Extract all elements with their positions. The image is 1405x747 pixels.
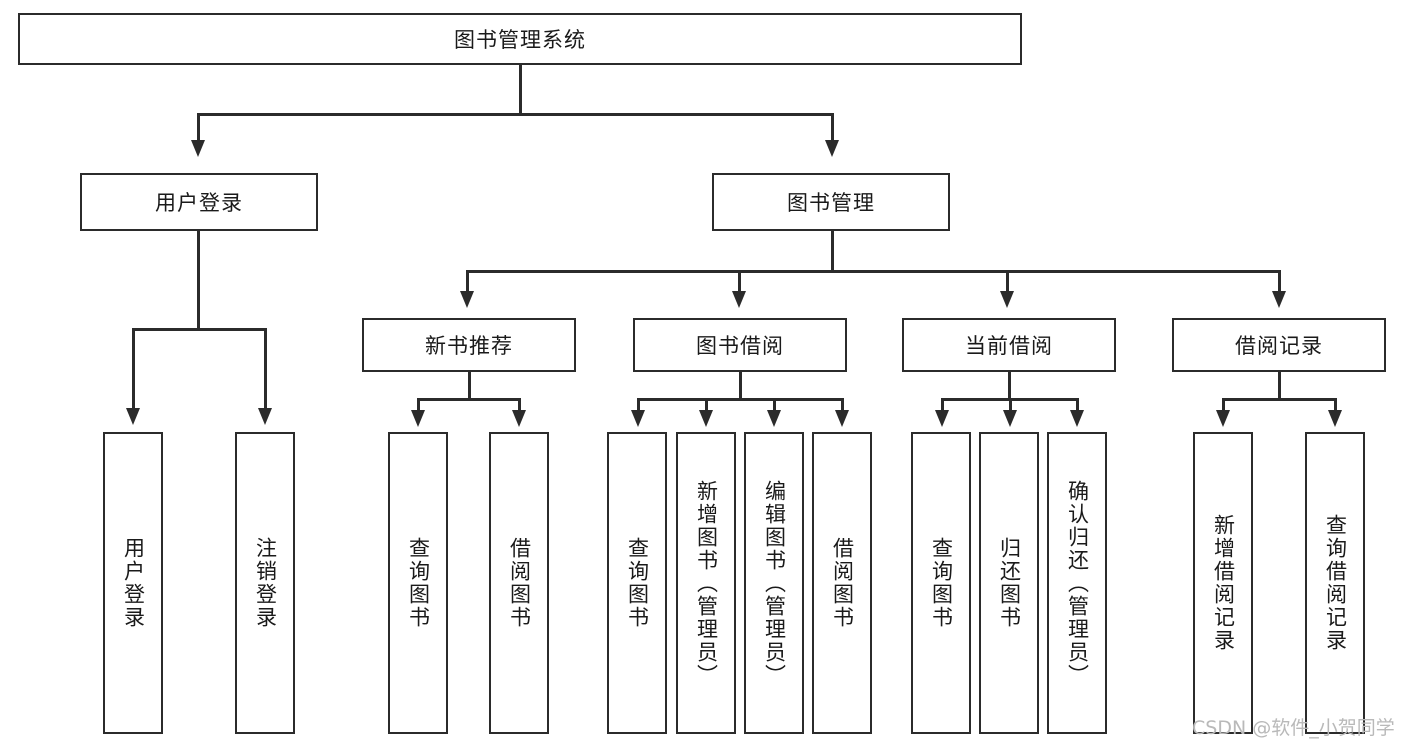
- arrowhead-br-add-record: [1216, 410, 1230, 427]
- arrowhead-book-management: [825, 140, 839, 157]
- connector-bb-to-leaf-2: [705, 398, 708, 412]
- node-label: 查询图书: [406, 537, 431, 629]
- connector-new-book-to-leaf-1: [417, 398, 420, 412]
- connector-bm-to-current-borrow: [1006, 270, 1009, 293]
- arrowhead-current-borrow: [1000, 291, 1014, 308]
- node-label: 借阅图书: [507, 537, 532, 629]
- connector-borrow-record-stem: [1278, 372, 1281, 400]
- connector-user-login-stem: [197, 231, 200, 330]
- arrowhead-book-borrow: [732, 291, 746, 308]
- connector-root-to-user-login: [197, 113, 200, 142]
- arrowhead-cb-confirm-return: [1070, 410, 1084, 427]
- leaf-nb-borrow-book[interactable]: 借阅图书: [489, 432, 549, 734]
- arrowhead-leaf-logout: [258, 408, 272, 425]
- node-label: 新增借阅记录: [1211, 514, 1236, 652]
- leaf-logout[interactable]: 注销登录: [235, 432, 295, 734]
- leaf-cb-confirm-return[interactable]: 确认归还（管理员）: [1047, 432, 1107, 734]
- connector-new-book-stem: [468, 372, 471, 400]
- connector-new-book-bus: [417, 398, 521, 401]
- arrowhead-user-login: [191, 140, 205, 157]
- node-book-management[interactable]: 图书管理: [712, 173, 950, 231]
- node-new-book-recommend[interactable]: 新书推荐: [362, 318, 576, 372]
- node-label: 借阅记录: [1235, 334, 1323, 358]
- arrowhead-bb-borrow-book: [835, 410, 849, 427]
- connector-br-to-leaf-2: [1334, 398, 1337, 412]
- connector-user-login-to-leaf-1: [132, 328, 135, 410]
- connector-user-login-to-leaf-2: [264, 328, 267, 410]
- node-label: 归还图书: [997, 537, 1022, 629]
- connector-book-management-bus: [466, 270, 1280, 273]
- connector-root-bus: [197, 113, 834, 116]
- node-borrow-record[interactable]: 借阅记录: [1172, 318, 1386, 372]
- arrowhead-new-book-recommend: [460, 291, 474, 308]
- connector-bb-to-leaf-3: [773, 398, 776, 412]
- node-label: 图书管理系统: [454, 28, 586, 52]
- connector-root-to-book-management: [831, 113, 834, 142]
- connector-book-borrow-bus: [637, 398, 844, 401]
- leaf-user-login[interactable]: 用户登录: [103, 432, 163, 734]
- node-current-borrow[interactable]: 当前借阅: [902, 318, 1116, 372]
- csdn-watermark: CSDN @软件_小贺同学: [1192, 717, 1395, 739]
- leaf-cb-return-book[interactable]: 归还图书: [979, 432, 1039, 734]
- connector-cb-to-leaf-3: [1076, 398, 1079, 412]
- arrowhead-br-query-record: [1328, 410, 1342, 427]
- connector-new-book-to-leaf-2: [518, 398, 521, 412]
- connector-bb-to-leaf-1: [637, 398, 640, 412]
- arrowhead-cb-query-book: [935, 410, 949, 427]
- node-book-borrow[interactable]: 图书借阅: [633, 318, 847, 372]
- arrowhead-bb-query-book: [631, 410, 645, 427]
- connector-cb-to-leaf-1: [941, 398, 944, 412]
- leaf-nb-query-book[interactable]: 查询图书: [388, 432, 448, 734]
- connector-bm-to-borrow-record: [1278, 270, 1281, 293]
- connector-borrow-record-bus: [1222, 398, 1336, 401]
- connector-bm-to-book-borrow: [738, 270, 741, 293]
- node-label: 查询借阅记录: [1323, 514, 1348, 652]
- node-label: 编辑图书（管理员）: [762, 479, 787, 687]
- arrowhead-leaf-user-login: [126, 408, 140, 425]
- arrowhead-cb-return-book: [1003, 410, 1017, 427]
- arrowhead-bb-edit-book: [767, 410, 781, 427]
- node-label: 图书借阅: [696, 334, 784, 358]
- connector-bm-to-new-book: [466, 270, 469, 293]
- node-label: 借阅图书: [830, 537, 855, 629]
- connector-br-to-leaf-1: [1222, 398, 1225, 412]
- node-label: 注销登录: [253, 537, 278, 629]
- leaf-cb-query-book[interactable]: 查询图书: [911, 432, 971, 734]
- node-label: 新增图书（管理员）: [694, 479, 719, 687]
- connector-current-borrow-stem: [1008, 372, 1011, 400]
- leaf-bb-edit-book[interactable]: 编辑图书（管理员）: [744, 432, 804, 734]
- node-label: 用户登录: [121, 537, 146, 629]
- node-label: 当前借阅: [965, 334, 1053, 358]
- leaf-bb-query-book[interactable]: 查询图书: [607, 432, 667, 734]
- connector-user-login-bus: [132, 328, 264, 331]
- connector-book-management-stem: [831, 231, 834, 272]
- node-label: 图书管理: [787, 191, 875, 215]
- connector-cb-to-leaf-2: [1009, 398, 1012, 412]
- connector-book-borrow-stem: [739, 372, 742, 400]
- connector-bb-to-leaf-4: [841, 398, 844, 412]
- arrowhead-borrow-record: [1272, 291, 1286, 308]
- connector-root-stem: [519, 65, 522, 115]
- node-user-login[interactable]: 用户登录: [80, 173, 318, 231]
- arrowhead-bb-add-book: [699, 410, 713, 427]
- node-label: 查询图书: [625, 537, 650, 629]
- arrowhead-nb-borrow-book: [512, 410, 526, 427]
- leaf-bb-borrow-book[interactable]: 借阅图书: [812, 432, 872, 734]
- leaf-br-query-record[interactable]: 查询借阅记录: [1305, 432, 1365, 734]
- node-label: 新书推荐: [425, 334, 513, 358]
- arrowhead-nb-query-book: [411, 410, 425, 427]
- node-label: 确认归还（管理员）: [1065, 479, 1090, 687]
- node-root-book-management-system[interactable]: 图书管理系统: [18, 13, 1022, 65]
- node-label: 查询图书: [929, 537, 954, 629]
- leaf-br-add-record[interactable]: 新增借阅记录: [1193, 432, 1253, 734]
- node-label: 用户登录: [155, 191, 243, 215]
- leaf-bb-add-book[interactable]: 新增图书（管理员）: [676, 432, 736, 734]
